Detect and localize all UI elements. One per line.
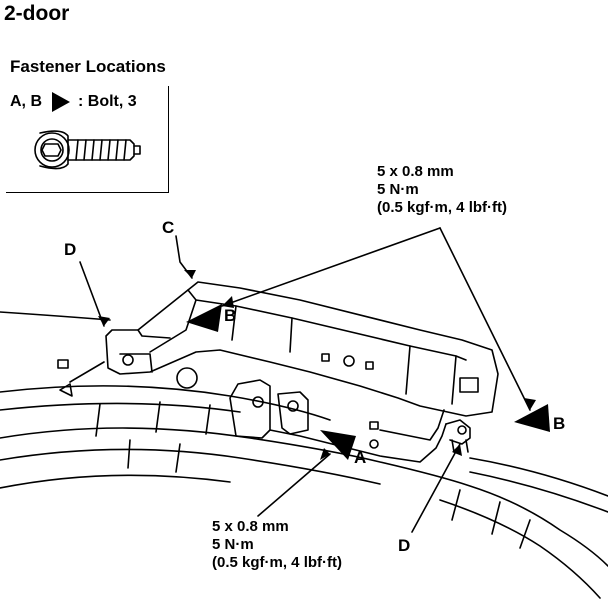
page-title: 2-door [4,2,70,25]
marker-triangles [98,270,550,460]
legend-description: : Bolt, 3 [78,93,137,110]
marker-b-right [514,404,550,432]
marker-a [320,430,356,460]
bolt-icon [34,130,141,170]
label-b-right: B [553,414,566,433]
wire-harness [0,311,608,599]
spec-size: 5 x 0.8 mm [377,163,454,180]
label-d-left: D [64,240,77,259]
fastener-locations-heading: Fastener Locations [10,57,166,76]
legend-keys: A, B [10,93,42,110]
spec-torque: 5 N·m [377,181,419,198]
triangle-marker-icon [52,92,70,112]
marker-b-left [186,304,222,332]
label-d-right: D [398,536,411,555]
legend-row: A, B : Bolt, 3 [10,92,137,112]
spec-alt: (0.5 kgf·m, 4 lbf·ft) [212,554,342,571]
spec-size: 5 x 0.8 mm [212,518,289,535]
spec-torque: 5 N·m [212,536,254,553]
label-b-left: B [224,306,237,325]
bracket-c [57,281,499,417]
torque-spec-lower: 5 x 0.8 mm 5 N·m (0.5 kgf·m, 4 lbf·ft) [212,518,342,572]
leader-lines [69,227,531,533]
legend-box [6,86,169,193]
lower-bracket [229,379,471,463]
torque-spec-upper: 5 x 0.8 mm 5 N·m (0.5 kgf·m, 4 lbf·ft) [377,163,507,217]
spec-alt: (0.5 kgf·m, 4 lbf·ft) [377,199,507,216]
label-c: C [162,218,175,237]
